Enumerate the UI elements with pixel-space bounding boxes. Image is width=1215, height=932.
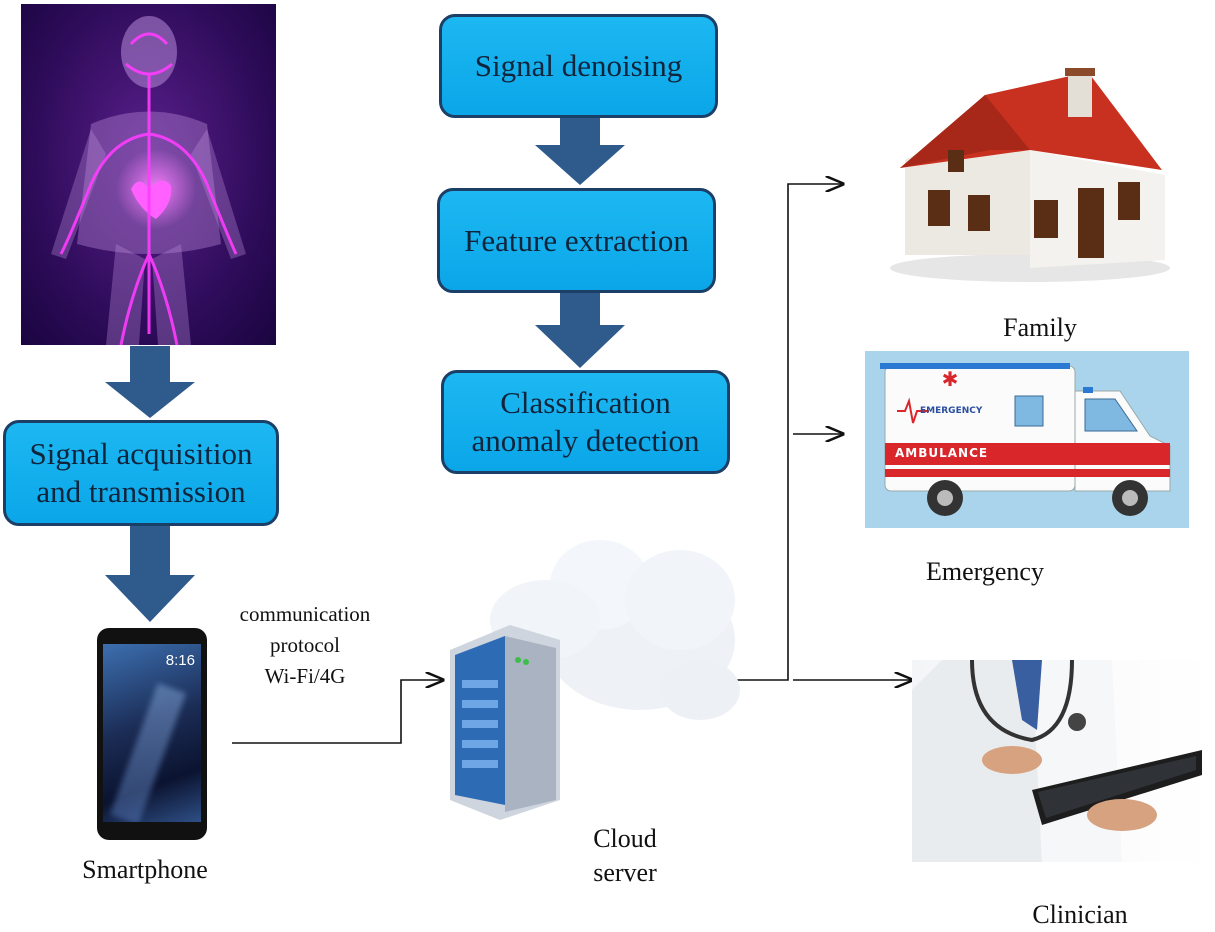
cloud-icon — [490, 540, 740, 720]
cloud-label-line1: Cloud — [593, 824, 657, 853]
server-icon — [450, 625, 560, 820]
signal-acquisition-label-line2: and transmission — [36, 474, 246, 509]
ambulance-top-sign: EMERGENCY — [920, 406, 983, 416]
server-to-family-line — [733, 184, 843, 681]
phone-screen: 8:16 — [103, 644, 201, 822]
feature-extraction-box: Feature extraction — [437, 188, 716, 293]
down-arrow-2 — [105, 525, 195, 622]
ambulance-icon: ✱ — [880, 363, 1171, 516]
protocol-label: communication protocol Wi-Fi/4G — [225, 599, 385, 692]
protocol-line1: communication — [239, 602, 371, 626]
down-arrow-1 — [105, 346, 195, 418]
doctor-tablet-icon — [912, 660, 1202, 862]
clinician-image — [912, 660, 1209, 862]
svg-text:✱: ✱ — [942, 367, 959, 391]
signal-denoising-label: Signal denoising — [474, 48, 683, 83]
family-label: Family — [1003, 313, 1077, 342]
body-silhouette-icon — [51, 16, 246, 345]
down-arrow-4 — [535, 293, 625, 368]
signal-acquisition-label-line1: Signal acquisition — [29, 436, 253, 471]
smartphone-label: Smartphone — [82, 855, 208, 884]
classification-label-line1: Classification — [500, 385, 671, 420]
classification-box: Classification anomaly detection — [441, 370, 730, 474]
ambulance-image: ✱ EMERGENCY AMBULANCE — [865, 351, 1189, 528]
phone-to-server-line — [232, 680, 443, 744]
protocol-line3: Wi-Fi/4G — [264, 664, 346, 688]
cloud-label-line2: server — [593, 858, 657, 887]
protocol-line2: protocol — [270, 633, 340, 657]
down-arrow-3 — [535, 118, 625, 185]
feature-extraction-label: Feature extraction — [464, 222, 689, 258]
emergency-label: Emergency — [926, 557, 1044, 586]
clinician-label: Clinician — [1032, 900, 1128, 929]
phone-clock: 8:16 — [165, 652, 195, 669]
ambulance-side-sign: AMBULANCE — [895, 446, 989, 460]
signal-acquisition-box: Signal acquisition and transmission — [3, 420, 279, 526]
signal-denoising-box: Signal denoising — [439, 14, 718, 118]
classification-label-line2: anomaly detection — [471, 423, 700, 458]
smartphone-image: 8:16 — [97, 628, 207, 840]
cloud-server-label: Cloud server — [560, 822, 690, 890]
human-body-image — [21, 4, 276, 345]
